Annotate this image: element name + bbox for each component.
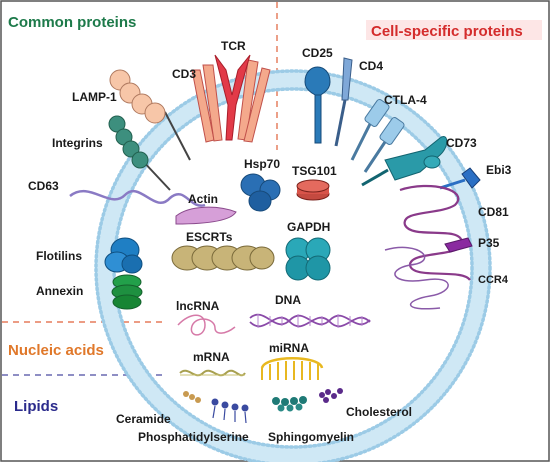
lncrna-molecule [177,314,236,336]
mirna-molecule [260,357,324,380]
phosphatidylserine-lipid [211,398,249,424]
cd3-label: CD3 [172,67,196,81]
tcr-label: TCR [221,39,246,53]
cholesterol-lipid [319,388,343,403]
hsp70-protein [240,173,281,212]
actin-protein [175,206,237,225]
sphingomyelin-lipid [272,396,307,412]
tsg101-label: TSG101 [292,164,337,178]
dna-label: DNA [275,293,301,307]
mrna-molecule [179,369,246,377]
ccr4-protein [384,246,449,310]
gapdh-label: GAPDH [287,220,330,234]
common-proteins-title: Common proteins [8,14,136,31]
escrts-label: ESCRTs [186,230,233,244]
annexin-label: Annexin [36,284,83,298]
cd25-label: CD25 [302,46,333,60]
ctla4-label: CTLA-4 [384,93,427,107]
tsg101-protein [296,179,330,201]
cd63-protein [69,189,206,207]
mirna-label: miRNA [269,341,309,355]
ccr4-label: CCR4 [478,274,509,286]
lamp1-label: LAMP-1 [72,90,117,104]
cd81-label: CD81 [478,205,509,219]
phosphatidylserine-label: Phosphatidylserine [138,430,249,444]
hsp70-label: Hsp70 [244,157,280,171]
ctla4-protein [350,99,405,173]
gapdh-protein [285,237,331,281]
p35-protein [444,237,473,253]
dna-molecule [249,313,371,328]
nucleic-acids-title: Nucleic acids [8,342,104,359]
lamp1-protein [109,69,191,161]
flotilins-protein [104,237,143,274]
lncrna-label: lncRNA [176,299,220,313]
cell-specific-title: Cell-specific proteins [371,23,523,40]
tcr-cd3-complex [191,54,271,143]
cd73-label: CD73 [446,136,477,150]
annexin-protein [111,274,143,310]
actin-label: Actin [188,192,218,206]
p35-label: P35 [478,236,500,250]
mrna-label: mRNA [193,350,230,364]
ceramide-label: Ceramide [116,412,171,426]
ceramide-lipid [183,391,201,403]
ebi3-protein [439,167,481,190]
integrins-label: Integrins [52,136,103,150]
cd73-protein [361,136,448,187]
lipids-title: Lipids [14,398,58,415]
cd4-protein [334,57,353,147]
cell-specific-bg [366,20,542,40]
ebi3-label: Ebi3 [486,163,512,177]
cholesterol-label: Cholesterol [346,405,412,419]
cd81-protein [399,184,471,281]
flotilins-label: Flotilins [36,249,82,263]
escrts-protein [171,245,275,271]
cd63-label: CD63 [28,179,59,193]
cd4-label: CD4 [359,59,383,73]
cd25-protein [304,66,331,144]
integrins-protein [108,115,171,191]
sphingomyelin-label: Sphingomyelin [268,430,354,444]
